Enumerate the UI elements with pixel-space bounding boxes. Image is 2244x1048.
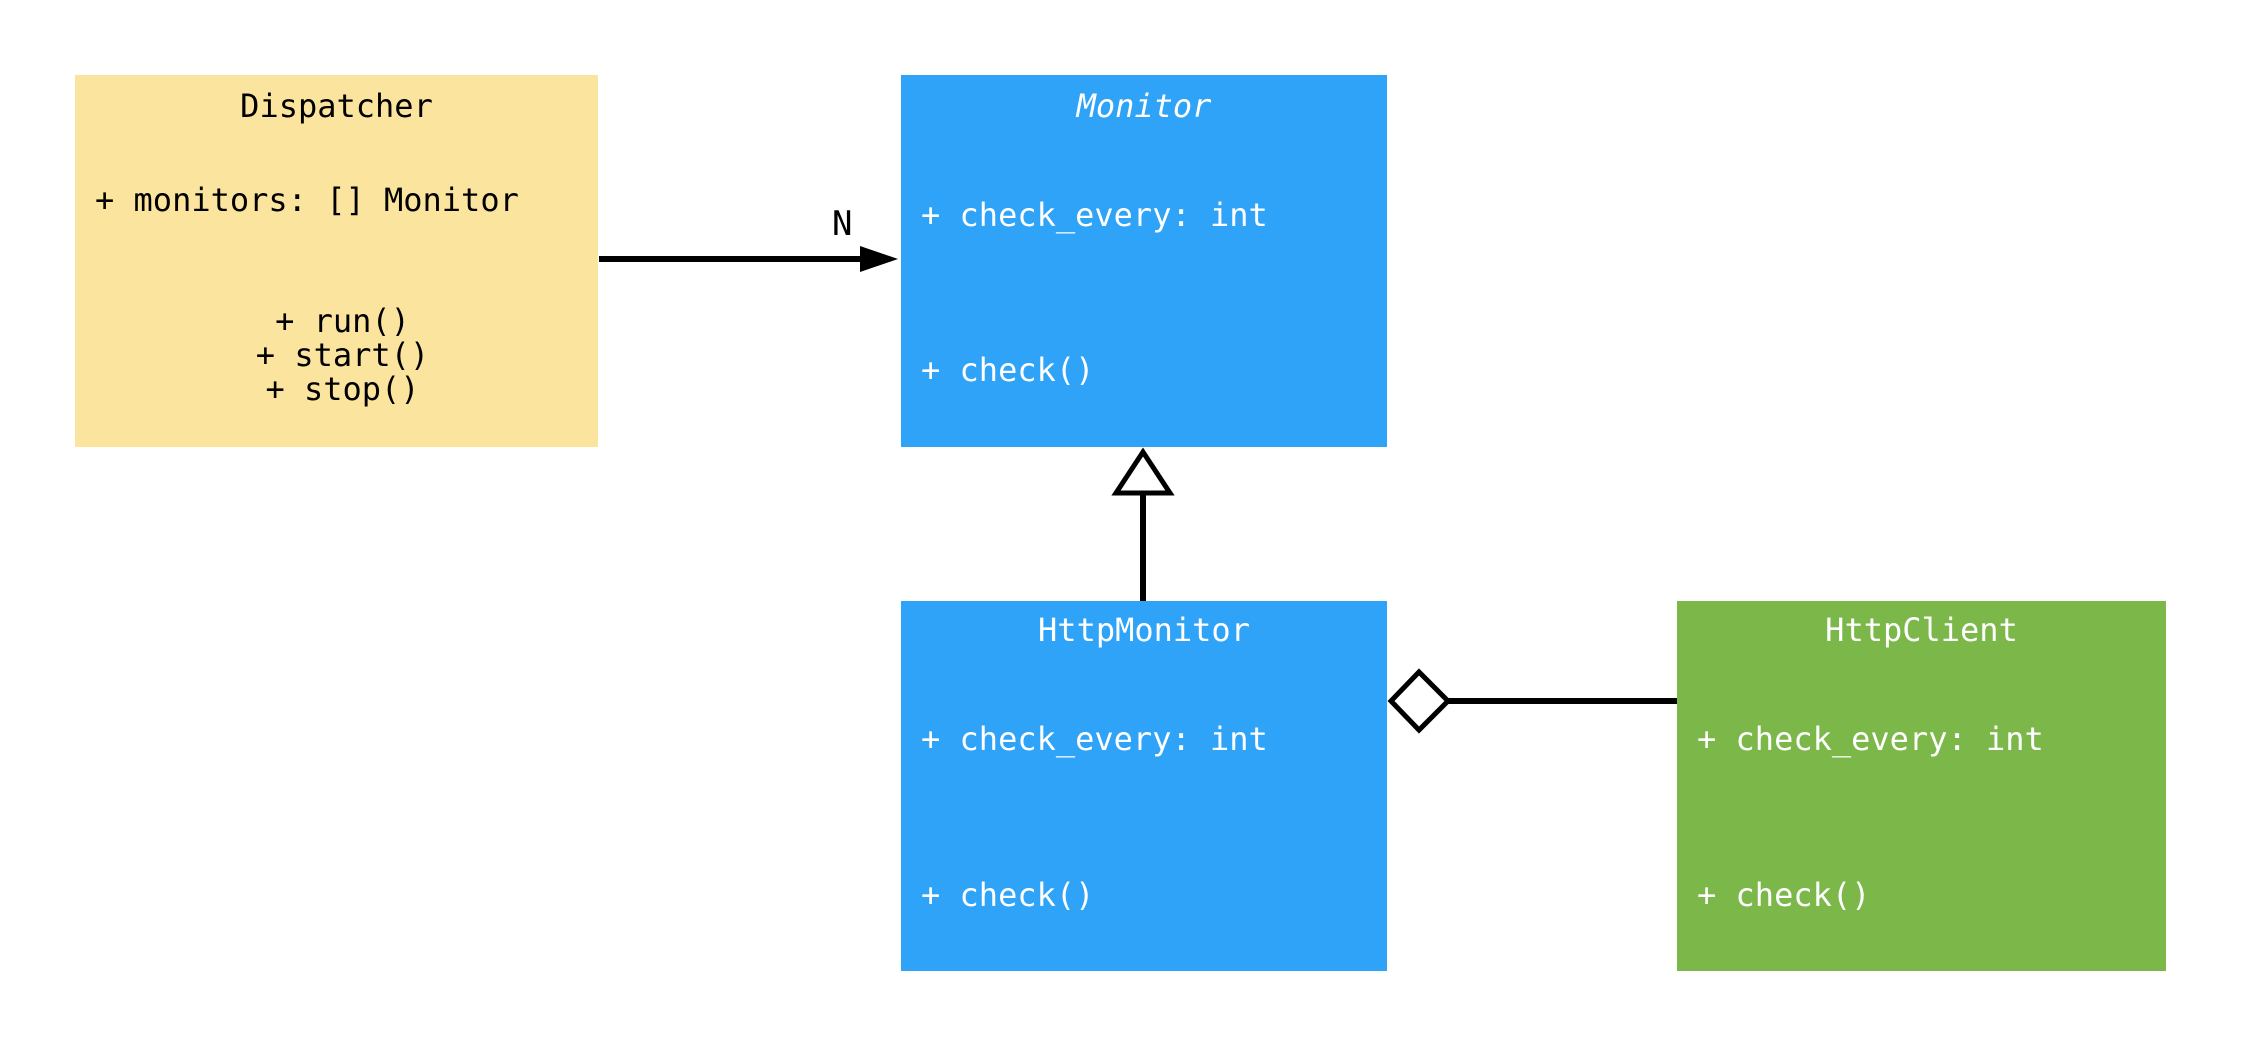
association-multiplicity-label: N: [832, 204, 853, 244]
class-title: HttpMonitor: [901, 601, 1387, 659]
class-method: + stop(): [265, 370, 420, 408]
class-box-monitor: Monitor + check_every: int + check(): [901, 75, 1387, 447]
class-method: + start(): [255, 336, 430, 374]
class-method: + check(): [901, 819, 1387, 971]
class-title: HttpClient: [1677, 601, 2166, 659]
generalization-arrow: [1111, 447, 1175, 601]
class-title: Dispatcher: [75, 75, 598, 137]
hollow-triangle-icon: [1111, 447, 1175, 496]
association-arrow: [599, 246, 898, 272]
class-methods: + run() + start() + stop(): [75, 263, 598, 447]
class-box-dispatcher: Dispatcher + monitors: [] Monitor + run(…: [75, 75, 598, 447]
class-attribute: + check_every: int: [901, 141, 1387, 289]
class-box-httpmonitor: HttpMonitor + check_every: int + check(): [901, 601, 1387, 971]
class-attribute: + check_every: int: [1677, 663, 2166, 815]
class-title: Monitor: [901, 75, 1387, 137]
aggregation-connector: [1387, 668, 1678, 734]
class-method: + check(): [1677, 819, 2166, 971]
class-attribute: + monitors: [] Monitor: [75, 141, 598, 259]
class-method: + check(): [901, 293, 1387, 447]
class-method: + run(): [275, 302, 410, 340]
class-box-httpclient: HttpClient + check_every: int + check(): [1677, 601, 2166, 971]
arrowhead-icon: [860, 246, 898, 272]
hollow-diamond-icon: [1387, 668, 1452, 734]
class-attribute: + check_every: int: [901, 663, 1387, 815]
